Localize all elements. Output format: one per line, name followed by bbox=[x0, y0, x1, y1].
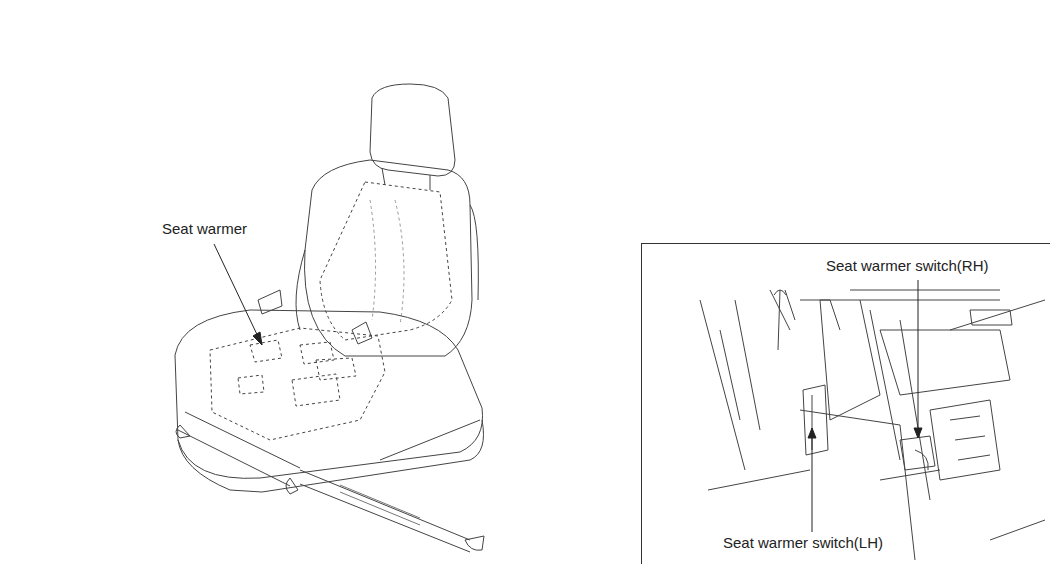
part-label: Seat warmer switch(RH) bbox=[824, 257, 991, 275]
inset-frame: Seat warmer switch(RH) Seat warmer switch… bbox=[641, 243, 1050, 564]
part-label: Seat warmer switch(LH) bbox=[721, 534, 885, 552]
part-label: Seat warmer bbox=[160, 220, 249, 238]
